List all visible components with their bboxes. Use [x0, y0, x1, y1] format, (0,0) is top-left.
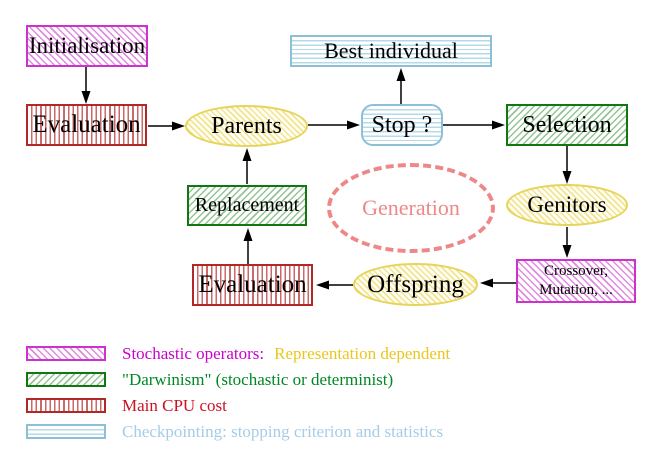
arrow-evaluation-to-parents — [148, 121, 185, 131]
node-crossover-line1: Crossover, — [544, 263, 608, 280]
node-replacement: Replacement — [187, 185, 307, 226]
node-evaluation-top-label: Evaluation — [32, 111, 141, 138]
legend-label-representation-dependent: Representation dependent — [274, 343, 451, 363]
legend-label-main-cpu-cost: Main CPU cost — [122, 395, 227, 415]
node-stop-label: Stop ? — [371, 111, 433, 138]
legend-row-darwinism: "Darwinism" (stochastic or determinist) — [26, 369, 394, 389]
node-crossover-line2: Mutation, ... — [539, 282, 613, 298]
arrow-parents-to-stop — [308, 120, 360, 130]
arrow-genitors-to-crossover — [562, 227, 572, 258]
node-evaluation-top: Evaluation — [26, 104, 147, 146]
node-initialisation: Initialisation — [26, 25, 148, 67]
node-genitors: Genitors — [506, 184, 628, 226]
node-parents: Parents — [185, 105, 308, 147]
node-generation-label: Generation — [362, 195, 460, 220]
node-generation-cycle: Generation — [327, 163, 495, 253]
node-selection-label: Selection — [522, 111, 612, 138]
legend-label-checkpointing: Checkpointing: stopping criterion and st… — [122, 421, 444, 441]
node-best-individual-label: Best individual — [324, 38, 458, 63]
node-initialisation-label: Initialisation — [28, 33, 146, 58]
arrow-evaluation-to-replacement — [243, 228, 253, 264]
node-replacement-label: Replacement — [194, 194, 300, 216]
node-parents-label: Parents — [211, 112, 282, 139]
node-offspring: Offspring — [353, 263, 478, 306]
node-evaluation-bottom-label: Evaluation — [198, 271, 307, 298]
legend-row-stochastic-operators: Stochastic operators: Representation dep… — [26, 343, 451, 363]
arrow-replacement-to-parents — [242, 148, 252, 184]
legend-swatch-magenta-hatch — [26, 346, 106, 361]
legend-label-darwinism: "Darwinism" (stochastic or determinist) — [122, 369, 394, 389]
legend-swatch-red-stripes — [26, 398, 106, 413]
arrow-stop-to-best-individual — [396, 68, 406, 104]
arrow-crossover-to-offspring — [480, 278, 516, 288]
node-best-individual: Best individual — [290, 35, 492, 67]
node-genitors-label: Genitors — [527, 192, 607, 217]
node-selection: Selection — [506, 104, 628, 146]
node-evaluation-bottom: Evaluation — [192, 264, 313, 306]
arrow-offspring-to-evaluation — [316, 280, 353, 290]
legend-row-checkpointing: Checkpointing: stopping criterion and st… — [26, 421, 444, 441]
legend-label-stochastic-operators: Stochastic operators: — [122, 343, 265, 363]
arrow-selection-to-genitors — [562, 146, 572, 184]
node-stop: Stop ? — [361, 104, 443, 146]
legend-swatch-blue-stripes — [26, 424, 106, 439]
arrow-initialisation-to-evaluation — [81, 67, 91, 104]
legend-swatch-green-hatch — [26, 372, 106, 387]
arrow-stop-to-selection — [443, 120, 505, 130]
legend-row-main-cpu-cost: Main CPU cost — [26, 395, 227, 415]
node-offspring-label: Offspring — [367, 270, 464, 298]
node-crossover-mutation: Crossover, Mutation, ... — [516, 259, 636, 303]
